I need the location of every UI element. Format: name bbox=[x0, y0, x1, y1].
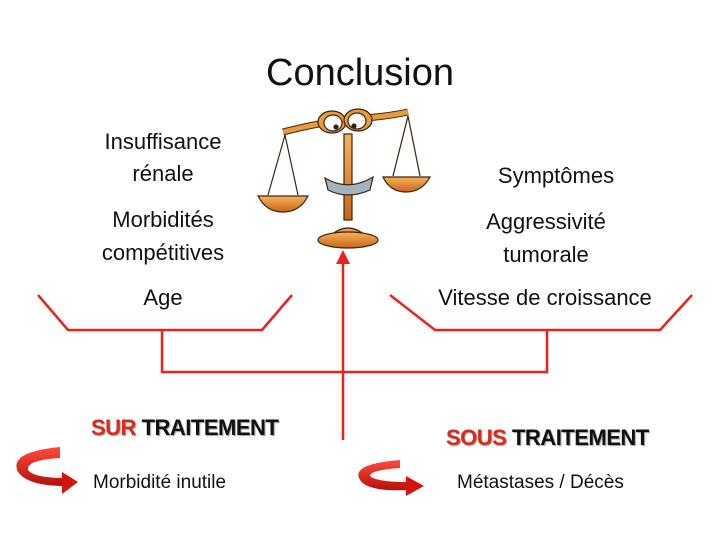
over-word: TRAITEMENT bbox=[141, 415, 279, 440]
connector bbox=[160, 330, 549, 374]
over-consequence: Morbidité inutile bbox=[93, 472, 227, 493]
under-treatment-heading: SOUS TRAITEMENT bbox=[446, 427, 649, 449]
page-title: Conclusion bbox=[266, 52, 454, 94]
factor-symptomes: Symptômes bbox=[497, 163, 615, 188]
over-treatment-heading: SUR TRAITEMENT bbox=[91, 415, 279, 440]
scale-icon bbox=[257, 108, 432, 249]
factor-morbidites: Morbidités bbox=[112, 207, 214, 232]
curved-arrow-icon-left bbox=[16, 447, 78, 494]
factor-vitesse: Vitesse de croissance bbox=[438, 285, 652, 310]
under-prefix: SOUS bbox=[446, 425, 507, 450]
under-word: TRAITEMENT bbox=[511, 425, 649, 450]
factor-competitives: compétitives bbox=[101, 240, 225, 265]
factor-tumorale: tumorale bbox=[503, 242, 589, 267]
arrow-head bbox=[336, 250, 350, 264]
factor-aggressivite: Aggressivité bbox=[486, 209, 606, 234]
curved-arrow-icon-right bbox=[358, 460, 424, 496]
factor-renale: rénale bbox=[132, 161, 194, 186]
under-consequence: Métastases / Décès bbox=[457, 472, 624, 493]
factor-age: Age bbox=[143, 285, 183, 310]
left-bracket bbox=[37, 294, 293, 332]
over-prefix: SUR bbox=[91, 415, 136, 440]
factor-insuffisance: Insuffisance bbox=[104, 129, 222, 154]
